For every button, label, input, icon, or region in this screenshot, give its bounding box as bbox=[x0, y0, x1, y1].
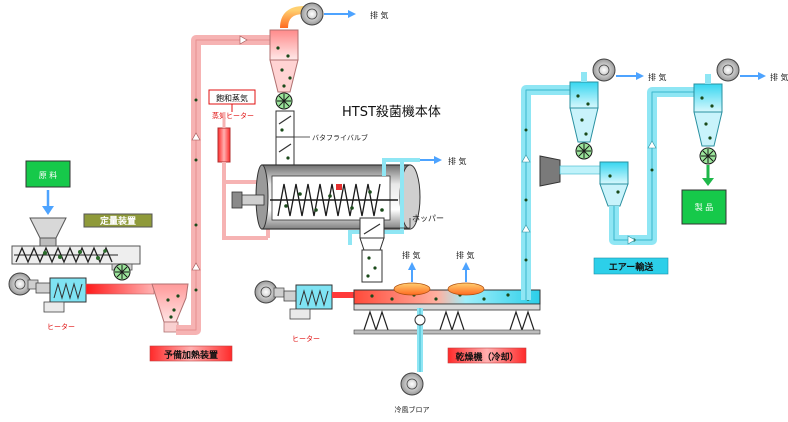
rotary-valve-air-2 bbox=[699, 147, 717, 165]
product-arrow bbox=[702, 165, 714, 186]
top-blower bbox=[280, 2, 356, 29]
raw-material-label: 原 料 bbox=[39, 170, 58, 180]
dryer-label-box bbox=[447, 347, 527, 364]
heater-dryer-label: ヒーター bbox=[292, 334, 320, 343]
raw-material-arrow bbox=[42, 190, 54, 215]
main-exhaust-line bbox=[348, 158, 404, 245]
exhaust-dryer-2-label: 排 気 bbox=[456, 250, 475, 260]
cyclone-3 bbox=[693, 83, 723, 147]
rotary-valve-air-1 bbox=[575, 142, 593, 160]
metering-hopper bbox=[29, 217, 67, 239]
dryer-hot-pipe bbox=[332, 292, 356, 298]
product-label: 製 品 bbox=[695, 202, 714, 212]
heater-left bbox=[35, 277, 87, 313]
main-unit-label: HTST殺菌機本体 bbox=[342, 105, 441, 120]
cyclone-1 bbox=[569, 81, 599, 143]
exhaust-dryer-1-label: 排 気 bbox=[402, 250, 421, 260]
dryer-springs bbox=[353, 310, 541, 335]
dryer-hood-2 bbox=[447, 262, 485, 296]
cooling-blower-label: 冷風ブロア bbox=[395, 405, 430, 414]
steam-heater-label: 蒸気ヒーター bbox=[212, 111, 254, 120]
hopper-label: ホッパー bbox=[412, 214, 444, 223]
dryer-hood-1 bbox=[393, 262, 431, 296]
air-intake-hood bbox=[539, 155, 601, 187]
metering-screw bbox=[11, 245, 141, 265]
hot-air-pipe bbox=[85, 283, 155, 295]
rotary-valve-left bbox=[111, 263, 133, 281]
butterfly-valve-column bbox=[275, 110, 295, 166]
cooling-blower bbox=[400, 372, 424, 396]
steam-return-line bbox=[222, 162, 268, 240]
air-transport-riser bbox=[521, 85, 570, 300]
exhaust-air-1-label: 排 気 bbox=[648, 72, 667, 82]
heater-left-label: ヒーター bbox=[47, 322, 75, 331]
heater-dryer bbox=[283, 284, 333, 320]
htst-barrel bbox=[231, 164, 421, 230]
blower-air-1 bbox=[581, 58, 644, 82]
cyclone-2 bbox=[599, 161, 629, 207]
steam-heater bbox=[217, 127, 231, 163]
exhaust-top-label: 排 気 bbox=[370, 10, 389, 20]
metering-unit-label-box bbox=[83, 213, 153, 228]
blower-left bbox=[8, 272, 39, 296]
exhaust-air-2-label: 排 気 bbox=[770, 72, 788, 82]
air-transport-label: エアー輸送 bbox=[609, 261, 654, 273]
dryer-bed bbox=[353, 289, 541, 311]
saturated-steam-label: 飽和蒸気 bbox=[216, 93, 248, 103]
rotary-valve-top bbox=[275, 92, 293, 110]
metering-unit-label: 定量装置 bbox=[99, 215, 136, 227]
blower-air-2 bbox=[705, 58, 766, 84]
dryer-blower bbox=[254, 280, 285, 304]
main-cyclone bbox=[269, 29, 299, 93]
preheater-label: 予備加熱装置 bbox=[164, 349, 218, 361]
air-transport-label-box bbox=[593, 257, 669, 275]
preheater-label-box bbox=[149, 345, 233, 362]
preheater-cyclone bbox=[151, 283, 189, 333]
butterfly-valve-label: バタフライバルブ bbox=[312, 133, 368, 142]
hopper-chute bbox=[359, 217, 385, 283]
product-box bbox=[681, 189, 727, 225]
exhaust-main-label: 排 気 bbox=[448, 156, 467, 166]
raw-material-box: 原 料 bbox=[25, 160, 71, 188]
dryer-label: 乾燥機（冷却） bbox=[455, 351, 518, 363]
